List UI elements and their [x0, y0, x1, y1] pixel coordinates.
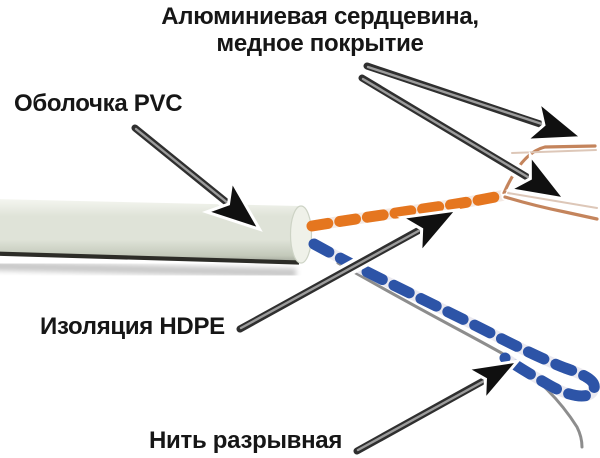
cable-jacket-pvc-sheath — [0, 199, 313, 278]
title-line-1: Алюминиевая сердцевина, — [161, 3, 479, 30]
upper-conductor-pale-strand — [511, 149, 597, 154]
label-pvc-sheath: Оболочка PVC — [14, 90, 183, 117]
arrow-to-core-upper — [360, 59, 586, 142]
arrow-to-hdpe-insulation — [233, 208, 461, 336]
arrow-to-core-lower — [355, 71, 569, 202]
label-rip-cord: Нить разрывная — [149, 427, 343, 454]
bare-conductor-tips — [500, 142, 600, 223]
orange-white-twisted-pair — [306, 189, 511, 232]
lower-conductor-pale-strand — [507, 192, 598, 209]
blue-white-twisted-pair — [308, 238, 600, 402]
jacket-bottom-edge — [0, 251, 300, 265]
jacket-cut-end-face — [289, 205, 313, 264]
arrow-to-pvc-sheath — [128, 121, 263, 232]
title-line-2: медное покрытие — [216, 30, 424, 57]
jacket-ground-shadow — [0, 261, 297, 278]
arrow-to-rip-cord — [350, 358, 522, 458]
diagram-title-core-label: Алюминиевая сердцевина, медное покрытие — [95, 3, 545, 57]
upper-conductor-tip — [502, 144, 597, 195]
lower-conductor-tip — [503, 195, 599, 221]
label-hdpe-insulation: Изоляция HDPE — [40, 313, 225, 340]
